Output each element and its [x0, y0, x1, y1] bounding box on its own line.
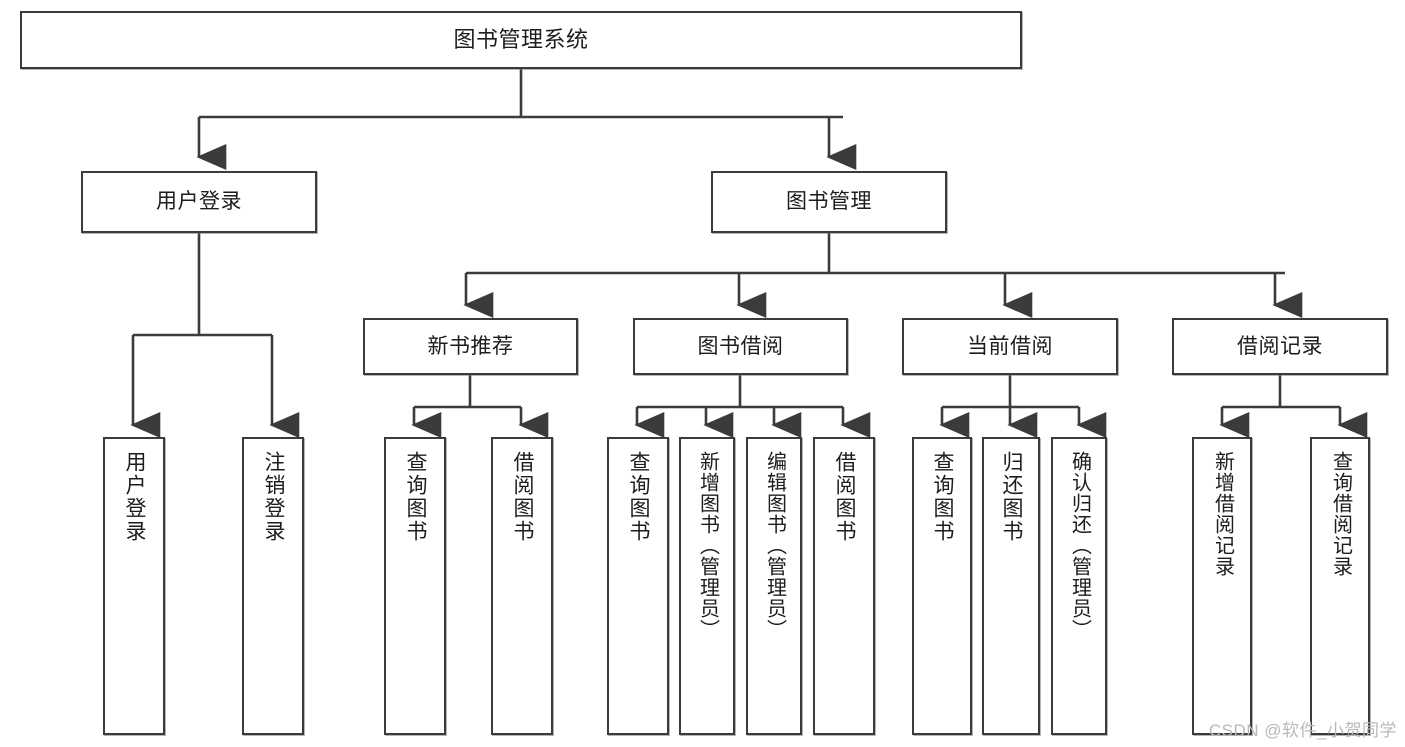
leaf-edit-book-admin[interactable]: 编辑图书（管理员） — [746, 437, 802, 735]
node-label: 确认归还（管理员） — [1068, 451, 1091, 640]
node-label: 注销登录 — [262, 451, 286, 543]
node-label: 用户登录 — [156, 190, 242, 214]
node-label: 当前借阅 — [967, 334, 1053, 358]
node-label: 图书借阅 — [697, 334, 784, 358]
leaf-logout[interactable]: 注销登录 — [242, 437, 304, 735]
node-book-management[interactable]: 图书管理 — [711, 171, 947, 233]
leaf-query-book-current[interactable]: 查询图书 — [912, 437, 972, 735]
node-borrow-record[interactable]: 借阅记录 — [1172, 318, 1388, 375]
leaf-user-login[interactable]: 用户登录 — [103, 437, 165, 735]
leaf-confirm-return-admin[interactable]: 确认归还（管理员） — [1051, 437, 1107, 735]
node-label: 借阅图书 — [833, 451, 857, 543]
node-root-system[interactable]: 图书管理系统 — [20, 11, 1022, 69]
node-label: 查询图书 — [627, 451, 651, 543]
leaf-query-book-borrow[interactable]: 查询图书 — [607, 437, 669, 735]
node-label: 查询图书 — [931, 451, 955, 543]
node-new-book-recommend[interactable]: 新书推荐 — [363, 318, 578, 375]
node-label: 查询图书 — [404, 451, 428, 543]
leaf-add-borrow-record[interactable]: 新增借阅记录 — [1192, 437, 1252, 735]
node-book-borrow[interactable]: 图书借阅 — [633, 318, 848, 375]
leaf-return-book[interactable]: 归还图书 — [982, 437, 1040, 735]
node-label: 图书管理系统 — [453, 26, 589, 52]
node-label: 新书推荐 — [427, 334, 514, 358]
node-label: 借阅记录 — [1237, 334, 1323, 358]
node-label: 借阅图书 — [511, 451, 535, 543]
node-label: 查询借阅记录 — [1329, 451, 1352, 577]
node-label: 编辑图书（管理员） — [763, 451, 786, 640]
leaf-borrow-book-new[interactable]: 借阅图书 — [491, 437, 553, 735]
node-label: 新增借阅记录 — [1211, 451, 1234, 577]
leaf-add-book-admin[interactable]: 新增图书（管理员） — [679, 437, 735, 735]
leaf-borrow-book[interactable]: 借阅图书 — [813, 437, 875, 735]
leaf-query-borrow-record[interactable]: 查询借阅记录 — [1310, 437, 1370, 735]
leaf-query-book-new[interactable]: 查询图书 — [384, 437, 446, 735]
watermark: CSDN @软件_小贺同学 — [1208, 721, 1397, 740]
node-user-login[interactable]: 用户登录 — [81, 171, 317, 233]
node-label: 新增图书（管理员） — [696, 451, 719, 640]
node-label: 用户登录 — [123, 451, 147, 543]
node-label: 归还图书 — [1000, 451, 1024, 543]
node-label: 图书管理 — [786, 190, 872, 214]
node-current-borrow[interactable]: 当前借阅 — [902, 318, 1118, 375]
